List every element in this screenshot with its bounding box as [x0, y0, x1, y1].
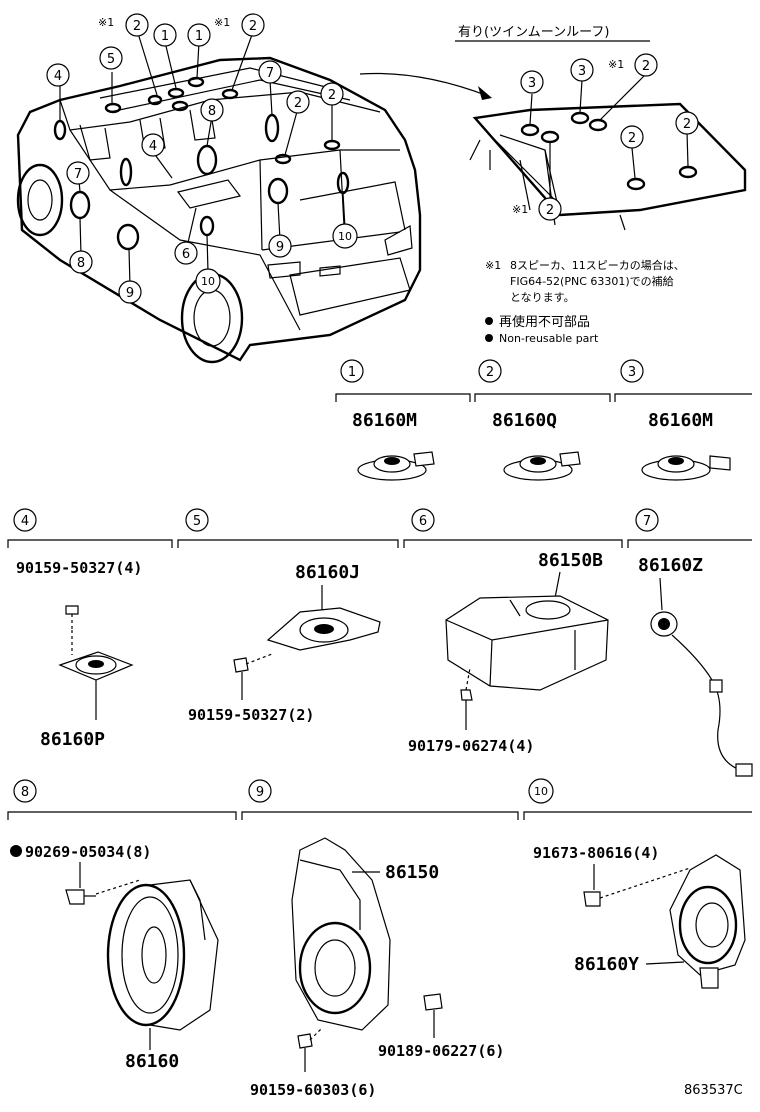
part-2: 86160Q	[492, 410, 581, 481]
part-8: 90269-05034(8) 86160	[10, 843, 219, 1072]
svg-text:9: 9	[276, 240, 284, 255]
svg-text:2: 2	[546, 203, 554, 218]
svg-text:8: 8	[77, 256, 85, 271]
legend-en: Non-reusable part	[499, 332, 599, 345]
svg-text:5: 5	[107, 52, 115, 67]
part-number-8: 86160	[125, 1051, 179, 1072]
section-brackets: 1 2 3 4 5 6 7 8 9 10	[7, 359, 752, 820]
part-number-7: 86160Z	[638, 555, 703, 576]
part-4: 90159-50327(4) 86160P	[16, 559, 142, 750]
part-number-9: 86150	[385, 862, 439, 883]
svg-text:となります。: となります。	[510, 291, 575, 304]
svg-text:※1: ※1	[214, 16, 230, 29]
legend-jp: 再使用不可部品	[499, 314, 590, 330]
svg-text:8スピーカ、11スピーカの場合は、: 8スピーカ、11スピーカの場合は、	[510, 258, 685, 272]
bolt-number-9: 90159-60303(6)	[250, 1081, 376, 1099]
svg-text:8: 8	[21, 785, 29, 800]
svg-text:10: 10	[534, 785, 548, 798]
svg-text:7: 7	[643, 514, 651, 529]
overview-callout: 4 5 2 1 1 2 7 2 2 8 4 7 8 9 6 10 9 10	[46, 13, 358, 304]
svg-text:3: 3	[528, 76, 536, 91]
note-block: ※1 8スピーカ、11スピーカの場合は、 FIG64-52(PNC 63301)…	[485, 258, 685, 345]
svg-text:3: 3	[628, 365, 636, 380]
part-6: 86150B 90179-06274(4)	[408, 550, 609, 755]
svg-text:FIG64-52(PNC 63301)での補給: FIG64-52(PNC 63301)での補給	[510, 274, 674, 288]
svg-text:6: 6	[419, 514, 427, 529]
svg-text:10: 10	[338, 230, 352, 243]
part-number-4: 86160P	[40, 729, 105, 750]
bolt-number-5: 90159-50327(2)	[188, 706, 314, 724]
svg-text:※1: ※1	[98, 16, 114, 29]
svg-text:7: 7	[266, 66, 274, 81]
bolt-number-10: 91673-80616(4)	[533, 844, 659, 862]
svg-text:4: 4	[149, 139, 157, 154]
svg-text:2: 2	[133, 19, 141, 34]
part-7: 86160Z	[638, 555, 753, 777]
part-9: 86150 90189-06227(6) 90159-60303(6)	[250, 837, 504, 1099]
clip-number-9: 90189-06227(6)	[378, 1042, 504, 1060]
svg-text:4: 4	[21, 514, 29, 529]
svg-text:2: 2	[328, 88, 336, 103]
svg-text:1: 1	[348, 365, 356, 380]
svg-text:2: 2	[486, 365, 494, 380]
part-number-10: 86160Y	[574, 954, 639, 975]
nut-number-6: 90179-06274(4)	[408, 737, 534, 755]
svg-text:※1: ※1	[608, 58, 624, 71]
figure-code: 863537C	[684, 1083, 743, 1098]
part-1: 86160M	[352, 410, 435, 481]
svg-text:2: 2	[642, 59, 650, 74]
svg-text:2: 2	[294, 96, 302, 111]
part-5: 86160J 90159-50327(2)	[188, 562, 381, 724]
part-number-6: 86150B	[538, 550, 603, 571]
part-number-1: 86160M	[352, 410, 417, 431]
svg-text:2: 2	[683, 117, 691, 132]
svg-text:6: 6	[182, 247, 190, 262]
svg-text:9: 9	[126, 286, 134, 301]
part-10: 91673-80616(4) 86160Y	[533, 844, 746, 989]
svg-text:※1: ※1	[512, 203, 528, 216]
svg-text:1: 1	[195, 29, 203, 44]
bolt-number-4: 90159-50327(4)	[16, 559, 142, 577]
part-3: 86160M	[641, 410, 731, 481]
screw-number-8: 90269-05034(8)	[25, 843, 151, 861]
svg-text:10: 10	[201, 275, 215, 288]
part-number-5: 86160J	[295, 562, 360, 583]
svg-text:2: 2	[249, 19, 257, 34]
svg-text:3: 3	[578, 64, 586, 79]
svg-text:5: 5	[193, 514, 201, 529]
svg-text:8: 8	[208, 104, 216, 119]
svg-text:7: 7	[74, 167, 82, 182]
part-number-3: 86160M	[648, 410, 713, 431]
vehicle-illustration: 4 5 2 1 1 2 7 2 2 8 4 7 8 9 6 10 9 10 ※1…	[16, 13, 492, 364]
roof-variant-illustration: 有り(ツインムーンルーフ) 3 3 2 2 2 2 ※1 ※1	[455, 25, 747, 231]
svg-text:9: 9	[256, 785, 264, 800]
variant-title: 有り(ツインムーンルーフ)	[458, 25, 609, 40]
svg-text:2: 2	[628, 131, 636, 146]
svg-text:4: 4	[54, 69, 62, 84]
svg-text:※1: ※1	[485, 259, 501, 272]
part-number-2: 86160Q	[492, 410, 557, 431]
svg-text:1: 1	[161, 29, 169, 44]
